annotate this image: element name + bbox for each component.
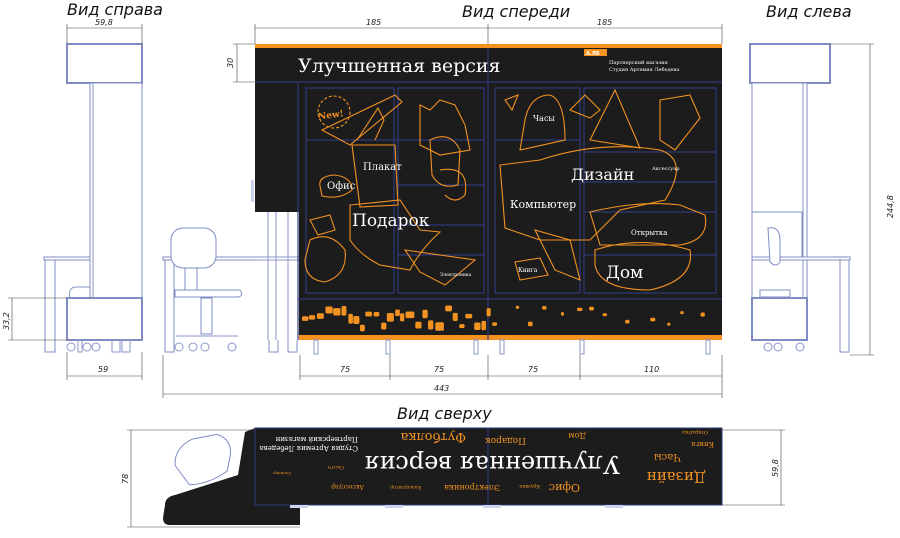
small-product-icon bbox=[316, 313, 324, 319]
top-store-line1: Партнерский магазин bbox=[275, 435, 358, 443]
front-panel: Улучшенная версия А.ЛБ Партнерский магаз… bbox=[162, 18, 723, 398]
small-product-icon bbox=[308, 315, 316, 320]
top-word-clock: Часы bbox=[654, 451, 681, 462]
view-title-left: Вид слева bbox=[766, 2, 852, 21]
left-view: 244,8 bbox=[749, 43, 895, 356]
small-product-icon bbox=[486, 308, 491, 317]
small-product-icon bbox=[680, 311, 684, 315]
top-word-scotch: Скотч bbox=[327, 464, 344, 470]
dim-front-left: 185 bbox=[366, 18, 381, 27]
small-product-icon bbox=[560, 312, 565, 316]
small-product-icon bbox=[515, 305, 520, 309]
dim-top-depth: 78 bbox=[121, 474, 130, 484]
front-store-line1: Партнерский магазин bbox=[609, 60, 669, 66]
dim-seg3: 75 bbox=[528, 365, 538, 374]
label-book: Книга bbox=[518, 267, 538, 274]
small-product-icon bbox=[427, 320, 434, 330]
dim-front-right: 185 bbox=[597, 18, 612, 27]
label-design: Дизайн bbox=[571, 165, 634, 184]
small-product-icon bbox=[386, 313, 394, 322]
small-product-icon bbox=[650, 317, 656, 322]
small-product-icon bbox=[667, 322, 671, 326]
small-product-icon bbox=[492, 322, 498, 326]
dim-drawer-height: 33,2 bbox=[2, 312, 11, 330]
small-product-icon bbox=[365, 311, 373, 317]
view-title-front: Вид спереди bbox=[462, 2, 570, 21]
small-product-icon bbox=[465, 313, 473, 319]
dim-right-width: 59,8 bbox=[95, 18, 113, 27]
top-word-home: Дом bbox=[568, 431, 586, 440]
small-product-icon bbox=[542, 306, 547, 310]
label-clock: Часы bbox=[533, 114, 555, 123]
front-legs bbox=[313, 339, 711, 355]
small-product-icon bbox=[353, 316, 360, 325]
small-product-icon bbox=[325, 306, 333, 314]
badge-new: New! bbox=[318, 109, 345, 122]
label-poster: Плакат bbox=[363, 162, 402, 173]
label-office: Офис bbox=[327, 181, 356, 192]
top-word-office: Офис bbox=[549, 481, 580, 494]
top-word-stapler: Степлер bbox=[273, 471, 291, 476]
small-product-icon bbox=[405, 311, 415, 319]
dim-total-height: 244,8 bbox=[886, 195, 895, 218]
small-product-icon bbox=[445, 305, 452, 312]
top-word-calculator: Калькулятор bbox=[390, 484, 421, 490]
front-logo: А.ЛБ bbox=[586, 51, 600, 57]
small-product-icon bbox=[348, 313, 353, 324]
small-product-icon bbox=[395, 309, 400, 317]
top-headline: Улучшенная версия bbox=[364, 450, 620, 478]
top-word-mug: Кружка bbox=[519, 483, 540, 489]
small-product-icon bbox=[381, 322, 387, 330]
small-product-icon bbox=[577, 307, 583, 312]
top-word-book: Книга bbox=[691, 440, 714, 448]
view-title-top: Вид сверху bbox=[397, 404, 492, 423]
front-headline: Улучшенная версия bbox=[298, 55, 501, 77]
small-product-icon bbox=[341, 306, 347, 316]
top-word-tshirt: Футболка bbox=[400, 429, 466, 444]
top-word-postcard: Открытка bbox=[682, 429, 708, 435]
top-word-accessory: Аксессуар bbox=[331, 483, 364, 490]
decorative-outlines bbox=[304, 88, 707, 291]
right-view: 59,8 33,2 59 bbox=[2, 18, 143, 380]
small-product-icon bbox=[435, 322, 444, 331]
small-product-icon bbox=[474, 322, 481, 330]
small-product-icon bbox=[589, 306, 594, 311]
icon-strip bbox=[302, 305, 705, 332]
small-product-icon bbox=[302, 316, 309, 321]
dim-seg2: 75 bbox=[434, 365, 444, 374]
small-product-icon bbox=[700, 312, 705, 317]
small-product-icon bbox=[481, 320, 487, 331]
label-computer: Компьютер bbox=[510, 198, 576, 211]
label-accessory: Аксессуар bbox=[652, 166, 679, 172]
view-title-right: Вид справа bbox=[67, 0, 163, 19]
dim-right-depth: 59 bbox=[98, 365, 108, 374]
label-postcard: Открытка bbox=[631, 229, 667, 237]
small-product-icon bbox=[625, 319, 630, 324]
front-store-line2: Студия Артемия Лебедева bbox=[609, 66, 679, 73]
label-gift: Подарок bbox=[352, 211, 430, 231]
top-store-line2: Студия Артемия Лебедева bbox=[260, 444, 358, 452]
small-product-icon bbox=[528, 321, 533, 327]
label-home: Дом bbox=[606, 263, 643, 283]
small-product-icon bbox=[400, 313, 405, 322]
dim-seg4: 110 bbox=[644, 365, 659, 374]
top-word-gift: Подарок bbox=[485, 435, 526, 445]
small-product-icon bbox=[333, 308, 341, 316]
small-product-icon bbox=[373, 312, 380, 317]
top-view: Улучшенная версия Партнерский магазин Ст… bbox=[121, 427, 785, 528]
top-word-electronics: Электроника bbox=[444, 483, 500, 492]
small-product-icon bbox=[602, 313, 607, 317]
dim-top-width: 59,8 bbox=[771, 459, 780, 477]
dim-top-height: 30 bbox=[226, 58, 235, 68]
small-product-icon bbox=[452, 312, 458, 321]
small-product-icon bbox=[415, 321, 422, 329]
top-word-design: Дизайн bbox=[647, 468, 706, 486]
dim-total-width: 443 bbox=[434, 384, 449, 393]
label-electronics: Электроника bbox=[440, 272, 472, 278]
small-product-icon bbox=[459, 324, 465, 329]
dim-seg1: 75 bbox=[340, 365, 350, 374]
small-product-icon bbox=[422, 309, 428, 319]
small-product-icon bbox=[359, 324, 365, 332]
